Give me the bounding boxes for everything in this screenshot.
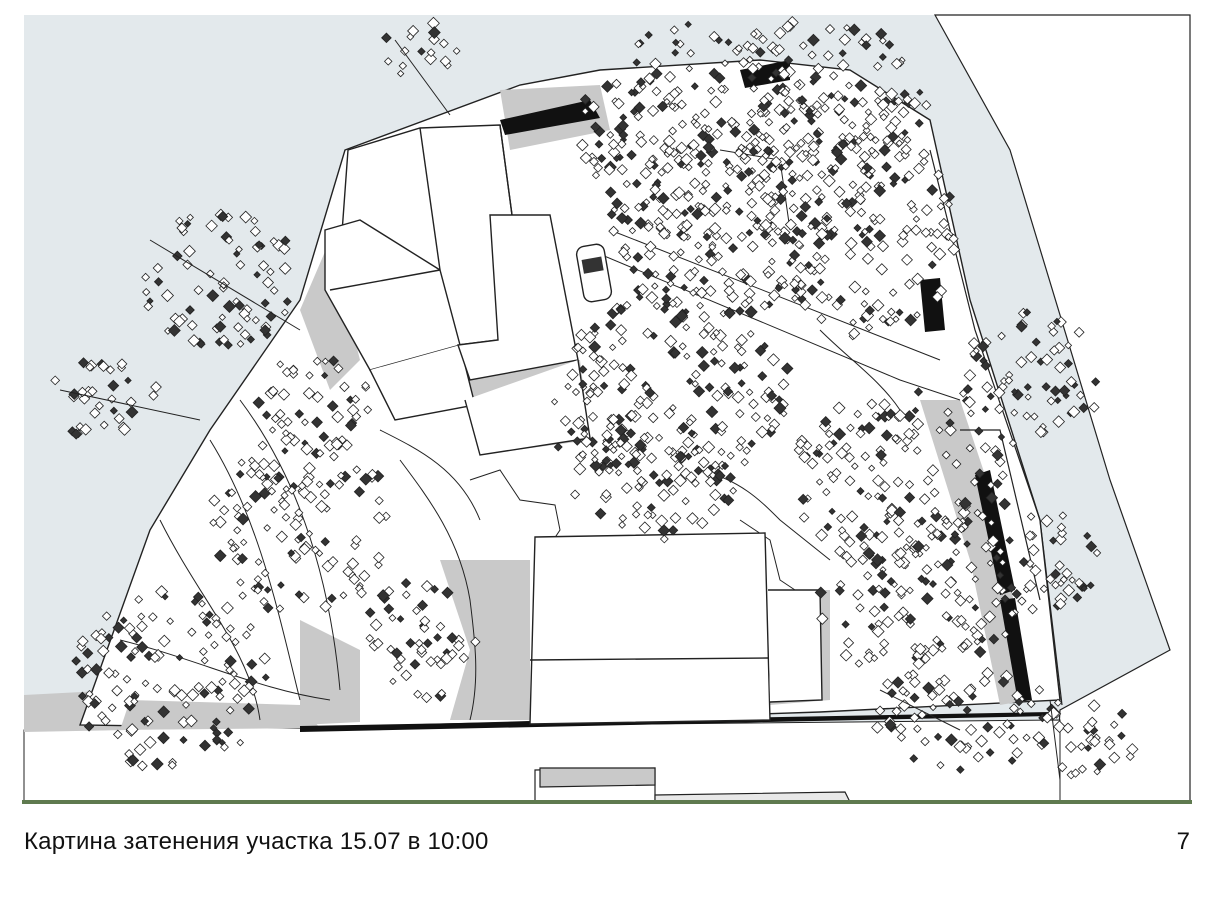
tree-canopy xyxy=(71,585,271,772)
tree-canopy xyxy=(758,121,961,341)
tree-canopy xyxy=(550,369,654,470)
street xyxy=(933,14,1191,803)
tree-canopy xyxy=(381,16,461,78)
tree-canopy xyxy=(709,16,932,208)
tree-canopy xyxy=(364,577,481,704)
tree-canopy xyxy=(1038,699,1139,780)
branches xyxy=(59,39,1061,781)
main-house xyxy=(324,124,591,456)
garage xyxy=(529,532,823,725)
tree-canopy xyxy=(576,20,825,242)
tree-canopy xyxy=(141,208,292,350)
tree-canopy xyxy=(814,506,1022,695)
car xyxy=(575,243,613,303)
site-shadow-plan xyxy=(23,14,1191,803)
tree-canopy xyxy=(566,266,794,488)
page-number: 7 xyxy=(1176,828,1190,855)
outbuilding xyxy=(534,767,851,803)
trees xyxy=(50,16,1139,780)
tree-canopy xyxy=(986,511,1102,615)
figure-caption: Картина затенения участка 15.07 в 10:00 xyxy=(24,828,489,855)
tree-canopy xyxy=(871,666,1074,774)
tree-canopy xyxy=(959,307,1101,448)
ground-line xyxy=(22,800,1192,804)
tree-canopy xyxy=(208,431,391,614)
tree-canopy xyxy=(606,138,829,323)
tree-canopy xyxy=(252,355,373,456)
